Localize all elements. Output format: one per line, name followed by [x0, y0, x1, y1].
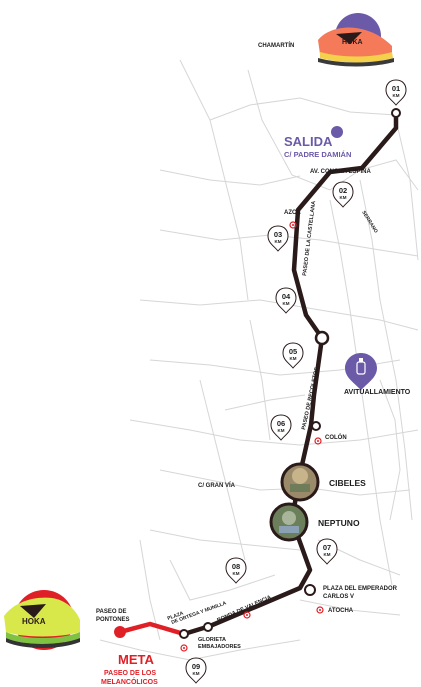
route-node-colon — [311, 421, 321, 431]
start-marker — [331, 126, 343, 138]
poi-embajadores — [180, 644, 188, 652]
finish-subtitle-2: MELANCÓLICOS — [101, 677, 158, 686]
pin-icon — [314, 437, 322, 445]
street-label-emperador-2: CARLOS V — [323, 594, 354, 600]
svg-text:KM: KM — [393, 93, 400, 98]
svg-text:01: 01 — [392, 84, 400, 93]
street-label-concha-espina: AV. CONCHA ESPINA — [310, 169, 371, 175]
street-label-ronda-valencia: RONDA DE VALENCIA — [216, 595, 272, 624]
route-line-final — [117, 621, 187, 637]
pin-icon — [180, 644, 188, 652]
start-subtitle: C/ PADRE DAMIÁN — [284, 150, 351, 159]
landmark-label-cibeles: CIBELES — [329, 478, 366, 488]
svg-text:KM: KM — [275, 239, 282, 244]
svg-text:07: 07 — [323, 543, 331, 552]
route-line — [181, 110, 399, 637]
street-label-pontones-1: PASEO DE — [96, 609, 127, 615]
landmark-neptuno: NEPTUNO — [269, 502, 360, 542]
poi-label-colon: COLÓN — [325, 433, 347, 441]
svg-text:06: 06 — [277, 419, 285, 428]
street-label-serrano: SERRANO — [360, 210, 378, 234]
km-marker-04: 04 KM — [275, 287, 297, 314]
pin-icon — [316, 606, 324, 614]
svg-text:KM: KM — [340, 195, 347, 200]
shoe-brand-top: HOKA — [342, 39, 363, 46]
km-marker-07: 07 KM — [316, 538, 338, 565]
poi-label-atocha: ATOCHA — [328, 608, 354, 614]
pin-icon — [289, 221, 297, 229]
svg-text:04: 04 — [282, 292, 291, 301]
shoe-image-bottom: HOKA — [4, 590, 80, 650]
route-node-valencia — [203, 622, 213, 632]
street-label-plaza-ortega-1: PLAZA — [167, 610, 185, 621]
start-title: SALIDA — [284, 134, 333, 149]
finish-marker — [114, 626, 126, 638]
street-label-glorieta-2: EMBAJADORES — [198, 644, 241, 650]
km-marker-01: 01 KM — [385, 79, 407, 106]
poi-atocha: ATOCHA — [316, 606, 354, 614]
poi-azca: AZCA — [284, 210, 301, 229]
route-node-km1 — [391, 108, 401, 118]
finish-title: META — [118, 652, 154, 667]
landmark-label-neptuno: NEPTUNO — [318, 518, 360, 528]
km-marker-06: 06 KM — [270, 414, 292, 441]
poi-colon: COLÓN — [314, 433, 347, 445]
svg-text:09: 09 — [192, 662, 200, 671]
km-marker-03: 03 KM — [267, 225, 289, 252]
street-label-glorieta-1: GLORIETA — [198, 637, 226, 643]
svg-text:KM: KM — [193, 671, 200, 676]
route-node-emperador — [304, 584, 316, 596]
route-node-embajadores — [179, 629, 189, 639]
svg-text:05: 05 — [289, 347, 297, 356]
km-marker-05: 05 KM — [282, 342, 304, 369]
svg-text:08: 08 — [232, 562, 240, 571]
km-marker-08: 08 KM — [225, 557, 247, 584]
finish-subtitle-1: PASEO DE LOS — [104, 670, 156, 677]
aid-station-label: AVITUALLAMIENTO — [344, 389, 411, 396]
landmark-cibeles: CIBELES — [280, 462, 366, 502]
water-bottle-icon — [345, 353, 377, 390]
street-label-chamartin: CHAMARTÍN — [258, 41, 294, 49]
poi-valencia — [243, 611, 251, 619]
svg-text:02: 02 — [339, 186, 347, 195]
aid-station: AVITUALLAMIENTO — [344, 353, 411, 396]
km-marker-02: 02 KM — [332, 181, 354, 208]
svg-text:KM: KM — [233, 571, 240, 576]
svg-text:KM: KM — [283, 301, 290, 306]
shoe-brand-bottom: HOKA — [22, 617, 46, 626]
shoe-image-top: HOKA — [318, 13, 394, 67]
km-marker-09: 09 KM — [185, 657, 207, 684]
svg-text:KM: KM — [324, 552, 331, 557]
street-label-emperador-1: PLAZA DEL EMPERADOR — [323, 586, 398, 592]
route-node-km5 — [314, 330, 330, 346]
svg-text:03: 03 — [274, 230, 282, 239]
svg-text:KM: KM — [278, 428, 285, 433]
poi-label-azca: AZCA — [284, 210, 301, 216]
pin-icon — [243, 611, 251, 619]
street-label-gran-via: C/ GRAN VÍA — [198, 481, 236, 489]
svg-text:KM: KM — [290, 356, 297, 361]
street-label-pontones-2: PONTONES — [96, 617, 130, 623]
